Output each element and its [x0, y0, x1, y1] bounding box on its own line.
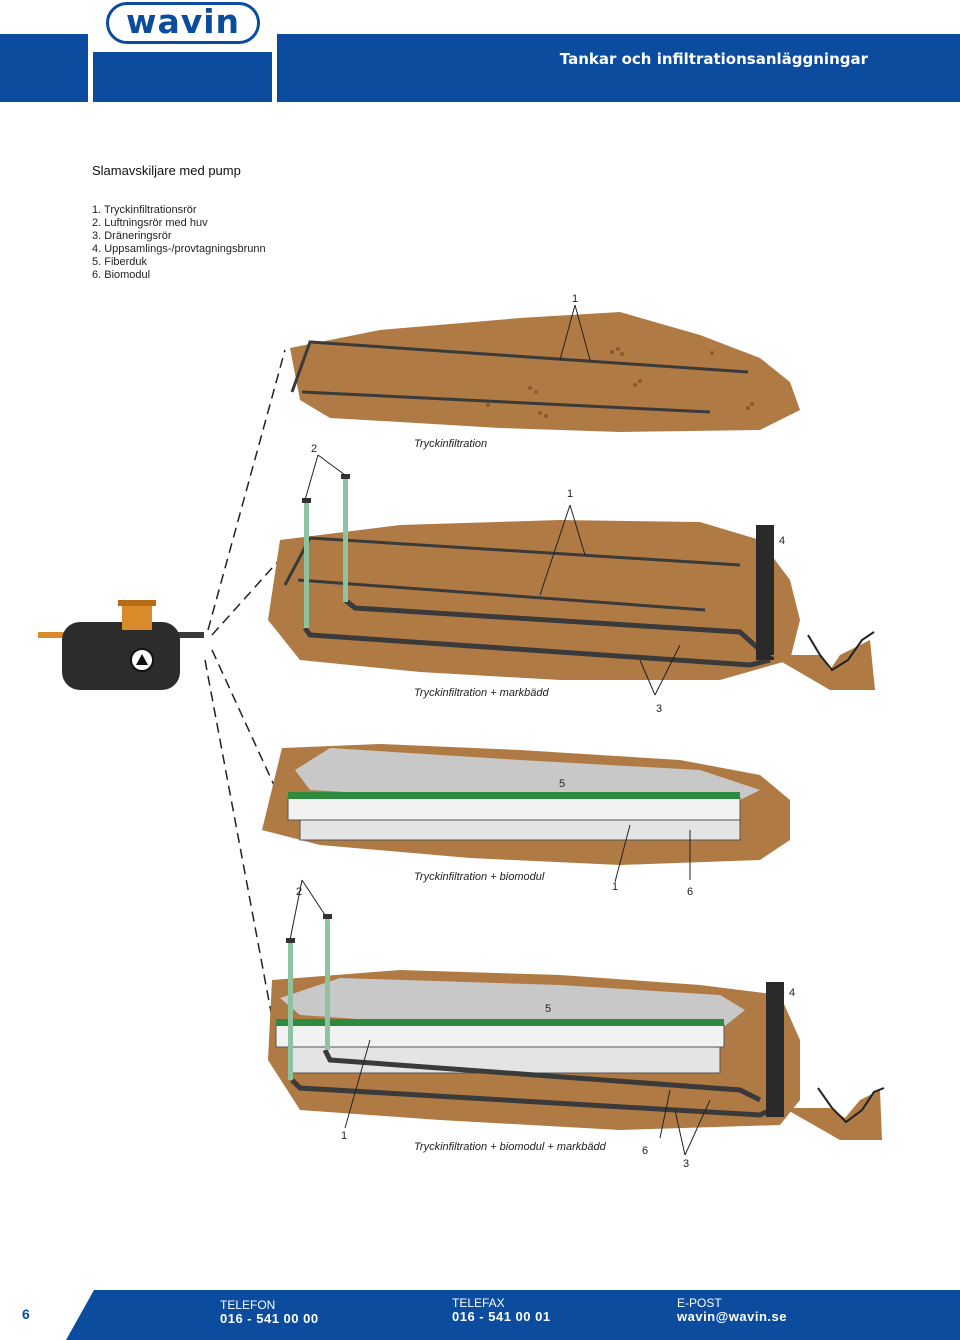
caption-panel-1: Tryckinfiltration — [414, 438, 487, 450]
outlet-pipe — [170, 632, 204, 638]
ditch-soil — [784, 1090, 882, 1140]
legend-item: 5. Fiberduk — [92, 256, 148, 268]
caption-panel-2: Tryckinfiltration + markbädd — [414, 687, 549, 699]
callout-lines-panel-4 — [344, 1039, 711, 1156]
phone-value[interactable]: 016 - 541 00 00 — [220, 1311, 319, 1326]
legend-item: 6. Biomodul — [92, 269, 151, 281]
legend-list: 1. Tryckinfiltrationsrör 2. Luftningsrör… — [92, 204, 266, 282]
pressure-pipe-panel-2 — [283, 536, 741, 612]
tank-riser — [122, 602, 152, 630]
footer-band — [66, 1290, 960, 1340]
wavin-logo[interactable]: wavin — [106, 2, 260, 44]
gravel-dots — [486, 347, 754, 418]
callout-number: 6 — [687, 886, 693, 898]
caption-panel-3: Tryckinfiltration + biomodul — [414, 871, 545, 883]
biomodule-row-panel-4 — [275, 1024, 725, 1048]
connector-line — [207, 349, 286, 631]
septic-tank[interactable] — [38, 600, 204, 690]
soil-panel-1 — [290, 312, 800, 432]
vent-pipes-panel-4 — [286, 914, 332, 1080]
callout-number: 5 — [545, 1003, 551, 1015]
callout-number: 4 — [789, 987, 795, 999]
legend-item: 4. Uppsamlings-/provtagningsbrunn — [92, 243, 266, 255]
pump-arrow-icon — [136, 654, 148, 665]
header-divider — [88, 34, 93, 102]
legend-item: 1. Tryckinfiltrationsrör — [92, 204, 197, 216]
callout-number: 4 — [779, 535, 785, 547]
page-number: 6 — [22, 1306, 30, 1322]
page-header-title: Tankar och infiltrationsanläggningar — [559, 50, 868, 68]
callout-number: 3 — [656, 703, 662, 715]
biomodule-top-panel-4 — [276, 1019, 724, 1026]
header-divider — [272, 34, 277, 102]
callout-lines-panel-2 — [304, 454, 681, 696]
callout-number: 2 — [296, 886, 302, 898]
fax-label: TELEFAX — [452, 1296, 505, 1310]
callout-number: 1 — [572, 293, 578, 305]
ditch-outline — [807, 631, 875, 672]
fiber-fabric-panel-4 — [280, 978, 745, 1030]
caption-panel-4: Tryckinfiltration + biomodul + markbädd — [414, 1141, 607, 1153]
ditch-outline — [817, 1087, 885, 1124]
section-title: Slamavskiljare med pump — [92, 163, 241, 178]
callout-line — [559, 304, 591, 361]
connector-line — [204, 659, 281, 1061]
callout-number: 3 — [683, 1158, 689, 1170]
legend-item: 3. Dräneringsrör — [92, 230, 172, 242]
infiltration-diagram: Tryckinfiltration Tryckinfiltration + ma… — [38, 293, 885, 1170]
collection-well-panel-2 — [756, 525, 774, 660]
biomodule-top-panel-3 — [288, 792, 740, 799]
email-link[interactable]: wavin@wavin.se — [677, 1309, 787, 1324]
email-label: E-POST — [677, 1296, 722, 1310]
fax-value: 016 - 541 00 01 — [452, 1309, 551, 1324]
collection-well-panel-4 — [766, 982, 784, 1117]
vent-pipes-panel-2 — [302, 474, 350, 628]
drain-pipe-panel-2 — [302, 598, 771, 668]
callout-lines-panel-3 — [289, 824, 691, 941]
ditch-soil — [770, 640, 875, 690]
fiber-fabric-panel-3 — [295, 748, 760, 805]
legend-item: 2. Luftningsrör med huv — [92, 217, 208, 229]
biomodule-lower-panel-3 — [299, 819, 741, 841]
riser-lid — [118, 600, 156, 606]
callout-number: 1 — [567, 488, 573, 500]
dashed-connectors — [204, 349, 291, 1061]
callout-number: 1 — [341, 1130, 347, 1142]
callout-number: 6 — [642, 1145, 648, 1157]
tank-body — [62, 622, 180, 690]
biomodule-row-panel-3 — [287, 797, 741, 821]
pressure-pipe-panel-1 — [290, 340, 749, 414]
callout-number: 1 — [612, 881, 618, 893]
callout-number: 5 — [559, 778, 565, 790]
drain-pipe-panel-4 — [290, 1048, 772, 1118]
callout-number: 2 — [311, 443, 317, 455]
phone-label: TELEFON — [220, 1298, 276, 1312]
inlet-pipe — [38, 632, 70, 638]
